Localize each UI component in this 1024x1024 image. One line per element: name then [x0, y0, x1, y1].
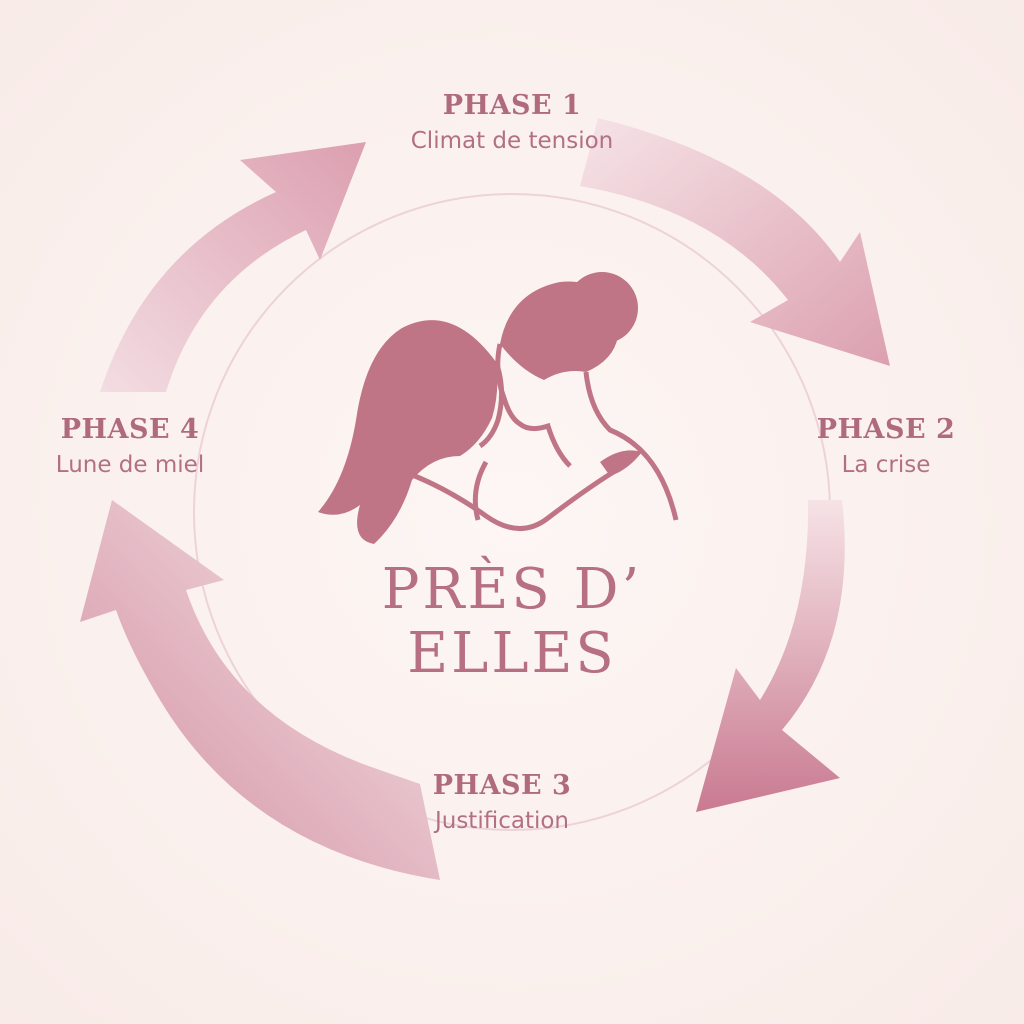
phase-3-title: PHASE 3 [432, 770, 572, 801]
arrow-phase2-to-phase3 [696, 500, 845, 812]
phase-1-subtitle: Climat de tension [410, 128, 614, 154]
phase-3-subtitle: Justification [434, 808, 570, 834]
phase-2-subtitle: La crise [841, 452, 931, 478]
brand-logo-line-1: PRÈS D’ [381, 557, 643, 622]
brand-logo-line-2: ELLES [407, 621, 617, 686]
phase-1-label: PHASE 1 Climat de tension [362, 88, 662, 158]
arrow-phase4-to-phase1 [100, 142, 366, 392]
two-women-embrace-icon [318, 272, 679, 544]
phase-3-label: PHASE 3 Justification [352, 768, 652, 838]
phase-2-title: PHASE 2 [816, 414, 956, 445]
phase-4-title: PHASE 4 [60, 414, 200, 445]
phase-4-label: PHASE 4 Lune de miel [0, 412, 280, 482]
brand-logo: PRÈS D’ ELLES [262, 558, 762, 686]
phase-4-subtitle: Lune de miel [55, 452, 205, 478]
phase-1-title: PHASE 1 [442, 90, 582, 121]
arrow-phase1-to-phase2 [580, 118, 890, 366]
phase-2-label: PHASE 2 La crise [736, 412, 1024, 482]
arrow-phase3-to-phase4 [80, 500, 440, 880]
